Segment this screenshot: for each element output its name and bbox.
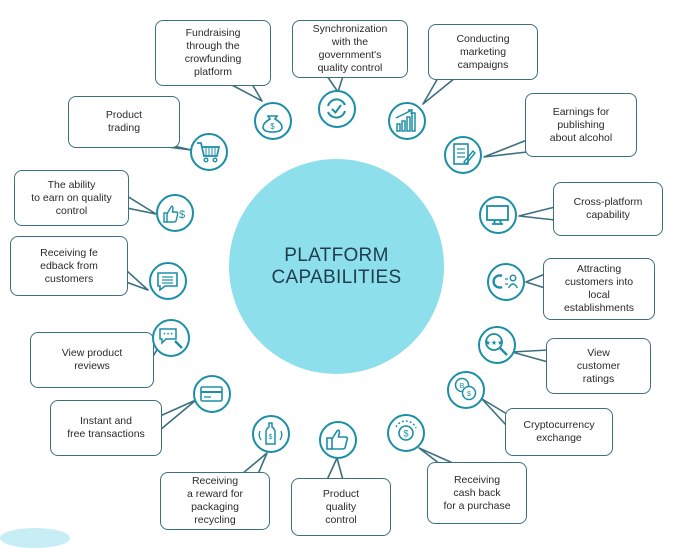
center-title: PLATFORM CAPABILITIES xyxy=(229,245,444,289)
thumbs-up-icon xyxy=(319,421,357,459)
capability-label: Cryptocurrency exchange xyxy=(523,419,595,444)
capability-label: Fundraising through the crowfunding plat… xyxy=(184,27,242,78)
svg-text:$: $ xyxy=(269,434,273,441)
capability-label: Product trading xyxy=(105,109,143,134)
capability-callout: Product quality control xyxy=(291,478,391,536)
review-magnifier-icon: ••• xyxy=(152,319,190,357)
capability-callout: View product reviews xyxy=(30,332,154,388)
svg-text:$: $ xyxy=(179,209,185,221)
money-bag-icon: $ xyxy=(254,102,292,140)
capability-callout: Earnings for publishing about alcohol xyxy=(525,93,637,157)
card-icon xyxy=(193,375,231,413)
chat-bubble-icon xyxy=(149,262,187,300)
callout-tail xyxy=(422,77,456,105)
capability-callout: Receiving cash back for a purchase xyxy=(427,462,527,524)
capability-label: Attracting customers into local establis… xyxy=(563,263,635,314)
callout-tail xyxy=(229,83,263,102)
svg-text:$: $ xyxy=(270,122,275,131)
bottle-recycle-icon: $ xyxy=(252,415,290,453)
capability-callout: Cross-platform capability xyxy=(553,182,663,236)
capability-callout: Product trading xyxy=(68,96,180,148)
callout-tail xyxy=(481,398,508,427)
capability-label: Earnings for publishing about alcohol xyxy=(549,105,613,144)
svg-text:★★★: ★★★ xyxy=(485,339,504,347)
svg-text:B: B xyxy=(460,383,465,390)
callout-tail xyxy=(511,349,549,363)
center-title-line2: CAPABILITIES xyxy=(271,267,402,288)
capability-label: Conducting marketing campaigns xyxy=(456,32,510,71)
capability-label: Product quality control xyxy=(322,487,360,526)
center-title-line1: PLATFORM xyxy=(284,245,389,266)
callout-tail xyxy=(483,139,528,158)
capability-label: Receiving a reward for packaging recycli… xyxy=(186,475,244,526)
callout-tail xyxy=(125,269,149,291)
capability-label: Cross-platform capability xyxy=(573,196,643,221)
svg-text:$: $ xyxy=(403,429,408,439)
capability-callout: View customer ratings xyxy=(546,338,651,394)
monitor-icon xyxy=(479,196,517,234)
capability-label: Receiving fe edback from customers xyxy=(40,246,98,285)
capability-label: Instant and free transactions xyxy=(67,415,145,440)
capability-callout: The ability to earn on quality control xyxy=(14,170,129,226)
document-edit-icon xyxy=(444,136,482,174)
svg-text:•••: ••• xyxy=(163,331,174,338)
capability-callout: Attracting customers into local establis… xyxy=(543,258,655,320)
rating-magnifier-icon: ★★★ xyxy=(478,326,516,364)
crypto-coins-icon: B$ xyxy=(447,371,485,409)
sync-check-icon xyxy=(318,90,356,128)
cashback-icon: $ xyxy=(387,414,425,452)
capability-label: Receiving cash back for a purchase xyxy=(443,473,511,512)
capability-callout: Synchronization with the government's qu… xyxy=(292,20,408,78)
capability-callout: Receiving fe edback from customers xyxy=(10,236,128,296)
capability-label: Synchronization with the government's qu… xyxy=(312,23,388,74)
capability-callout: Receiving a reward for packaging recycli… xyxy=(160,472,270,530)
magnet-person-icon xyxy=(487,263,525,301)
capability-callout: Cryptocurrency exchange xyxy=(505,408,613,456)
capability-label: The ability to earn on quality control xyxy=(31,178,112,217)
callout-tail xyxy=(159,399,197,431)
thumbs-up-dollar-icon: $ xyxy=(156,194,194,232)
capability-callout: Fundraising through the crowfunding plat… xyxy=(155,20,271,86)
svg-text:$: $ xyxy=(467,391,471,398)
growth-chart-icon xyxy=(388,102,426,140)
capability-callout: Instant and free transactions xyxy=(50,400,162,456)
callout-tail xyxy=(126,195,157,215)
capability-label: View customer ratings xyxy=(576,346,621,385)
capability-callout: Conducting marketing campaigns xyxy=(428,24,538,80)
center-circle xyxy=(229,159,444,374)
capability-label: View product reviews xyxy=(61,347,123,372)
callout-tail xyxy=(326,457,344,481)
callout-tail xyxy=(518,206,556,221)
cart-icon xyxy=(190,133,228,171)
callout-tail xyxy=(241,452,268,475)
